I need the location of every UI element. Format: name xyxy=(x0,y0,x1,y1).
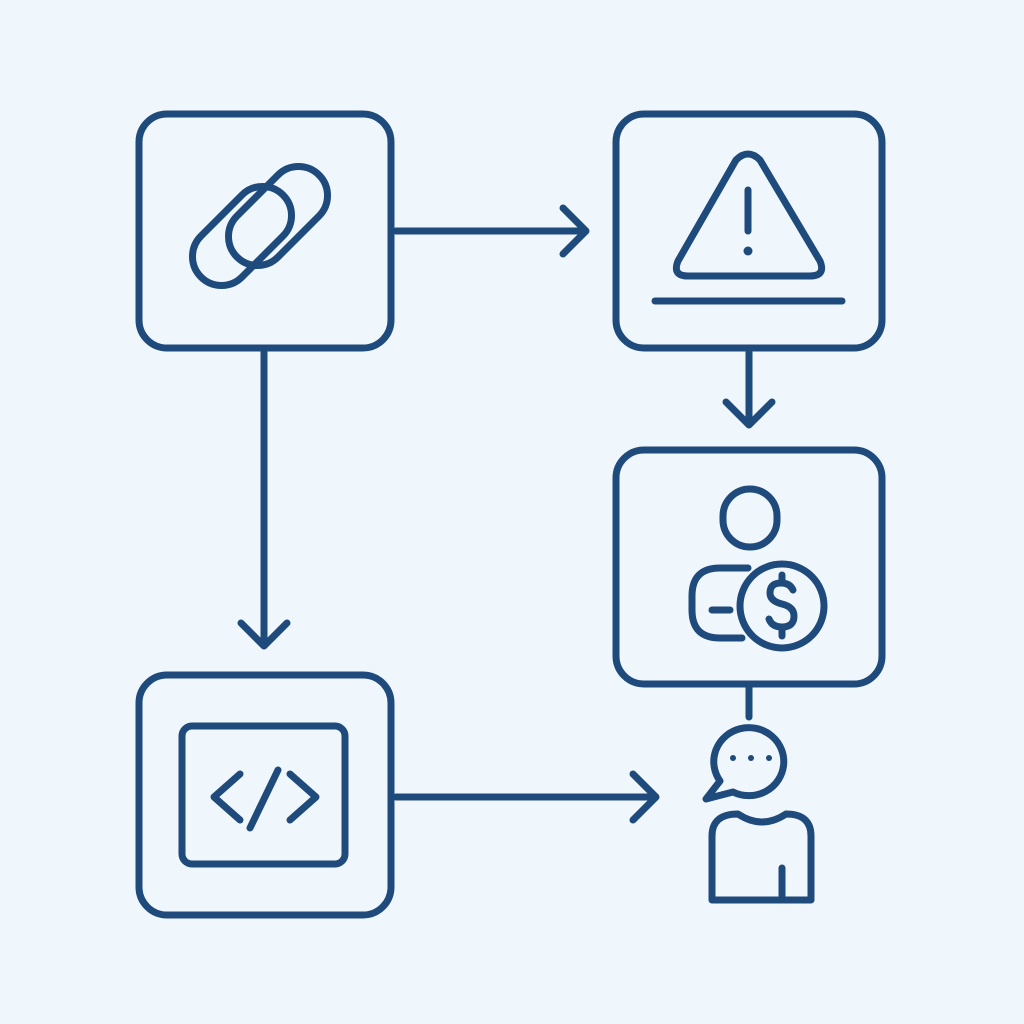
node-warning xyxy=(612,110,886,352)
node-link xyxy=(135,110,395,352)
user-dollar-icon xyxy=(688,485,828,652)
connectors xyxy=(237,204,776,824)
node-user xyxy=(702,724,815,904)
arrowhead-link-to-code xyxy=(237,619,291,650)
arrowhead-code-to-user xyxy=(629,770,660,824)
arrowhead-link-to-warning xyxy=(559,204,590,258)
code-window-icon xyxy=(178,722,349,868)
user-speech-bubble-icon xyxy=(702,724,815,904)
node-code xyxy=(135,671,395,919)
warning-triangle-icon xyxy=(651,150,846,305)
chain-link-icon xyxy=(188,162,332,290)
node-payment xyxy=(612,446,886,688)
node-link-box xyxy=(135,110,395,352)
arrowhead-warning-to-payment xyxy=(722,398,776,429)
